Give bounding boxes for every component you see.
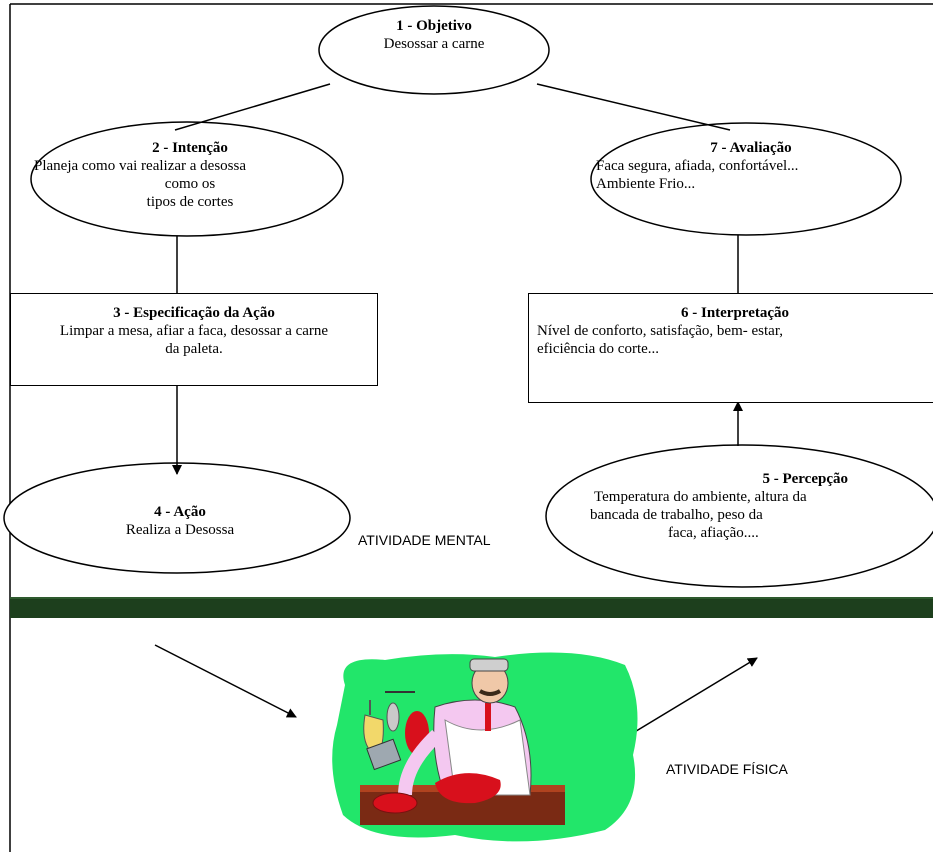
intencao-line-2: como os [164, 176, 216, 192]
mental-physical-divider [10, 597, 933, 618]
box-interpretacao: 6 - Interpretação Nível de conforto, sat… [528, 293, 933, 403]
interpretacao-line-1: Nível de conforto, satisfação, bem- esta… [537, 323, 783, 339]
connector-objetivo-avaliacao [536, 83, 731, 131]
cleaver-icon [366, 738, 402, 771]
box-especificacao-acao: 3 - Especificação da Ação Limpar a mesa,… [10, 293, 378, 386]
ham-on-counter-icon [372, 792, 418, 814]
divider-highlight [10, 597, 933, 599]
avaliacao-text: 7 - Avaliação Faca segura, afiada, confo… [596, 139, 906, 193]
arrow-into-physical [154, 644, 297, 718]
interpretacao-title: 6 - Interpretação [680, 305, 790, 321]
especificacao-line-2: da paleta. [165, 341, 223, 357]
percepcao-line-1: Temperatura do ambiente, altura da [594, 489, 807, 505]
physical-activity-label: ATIVIDADE FÍSICA [666, 761, 788, 777]
butcher-cap-icon [469, 658, 509, 672]
connector-objetivo-intencao [174, 83, 331, 131]
acao-line-1: Realiza a Desossa [125, 522, 235, 538]
ellipse-percepcao [545, 444, 933, 588]
mental-activity-label: ATIVIDADE MENTAL [358, 532, 491, 548]
acao-title: 4 - Ação [154, 504, 206, 520]
objetivo-line-1: Desossar a carne [383, 36, 485, 52]
percepcao-line-2: bancada de trabalho, peso da [590, 507, 763, 523]
interpretacao-line-2: eficiência do corte... [537, 341, 660, 357]
acao-text: 4 - Ação Realiza a Desossa [60, 503, 300, 539]
percepcao-text: 5 - Percepção Temperatura do ambiente, a… [590, 470, 890, 542]
especificacao-line-1: Limpar a mesa, afiar a faca, desossar a … [59, 323, 329, 339]
arrow-out-of-physical [632, 657, 758, 734]
avaliacao-title: 7 - Avaliação [710, 140, 792, 156]
objetivo-title: 1 - Objetivo [396, 18, 472, 34]
intencao-line-3: tipos de cortes [146, 194, 234, 210]
hanging-sausage-icon [386, 702, 400, 732]
butcher-illustration [332, 652, 638, 842]
ellipse-objetivo [318, 5, 550, 95]
avaliacao-line-2: Ambiente Frio... [596, 176, 696, 192]
objetivo-text: 1 - Objetivo Desossar a carne [319, 17, 549, 53]
percepcao-title: 5 - Percepção [762, 471, 848, 487]
especificacao-title: 3 - Especificação da Ação [113, 305, 275, 321]
percepcao-line-3: faca, afiação.... [668, 525, 759, 541]
avaliacao-line-1: Faca segura, afiada, confortável... [596, 158, 799, 174]
intencao-text: 2 - Intenção Planeja como vai realizar a… [30, 139, 350, 211]
ellipse-avaliacao [590, 122, 902, 236]
meat-on-counter-icon [435, 773, 501, 804]
butcher-tie-icon [485, 703, 491, 731]
intencao-title: 2 - Intenção [152, 140, 228, 156]
ellipse-intencao [30, 121, 344, 237]
intencao-line-1: Planeja como vai realizar a desossa [34, 158, 246, 174]
